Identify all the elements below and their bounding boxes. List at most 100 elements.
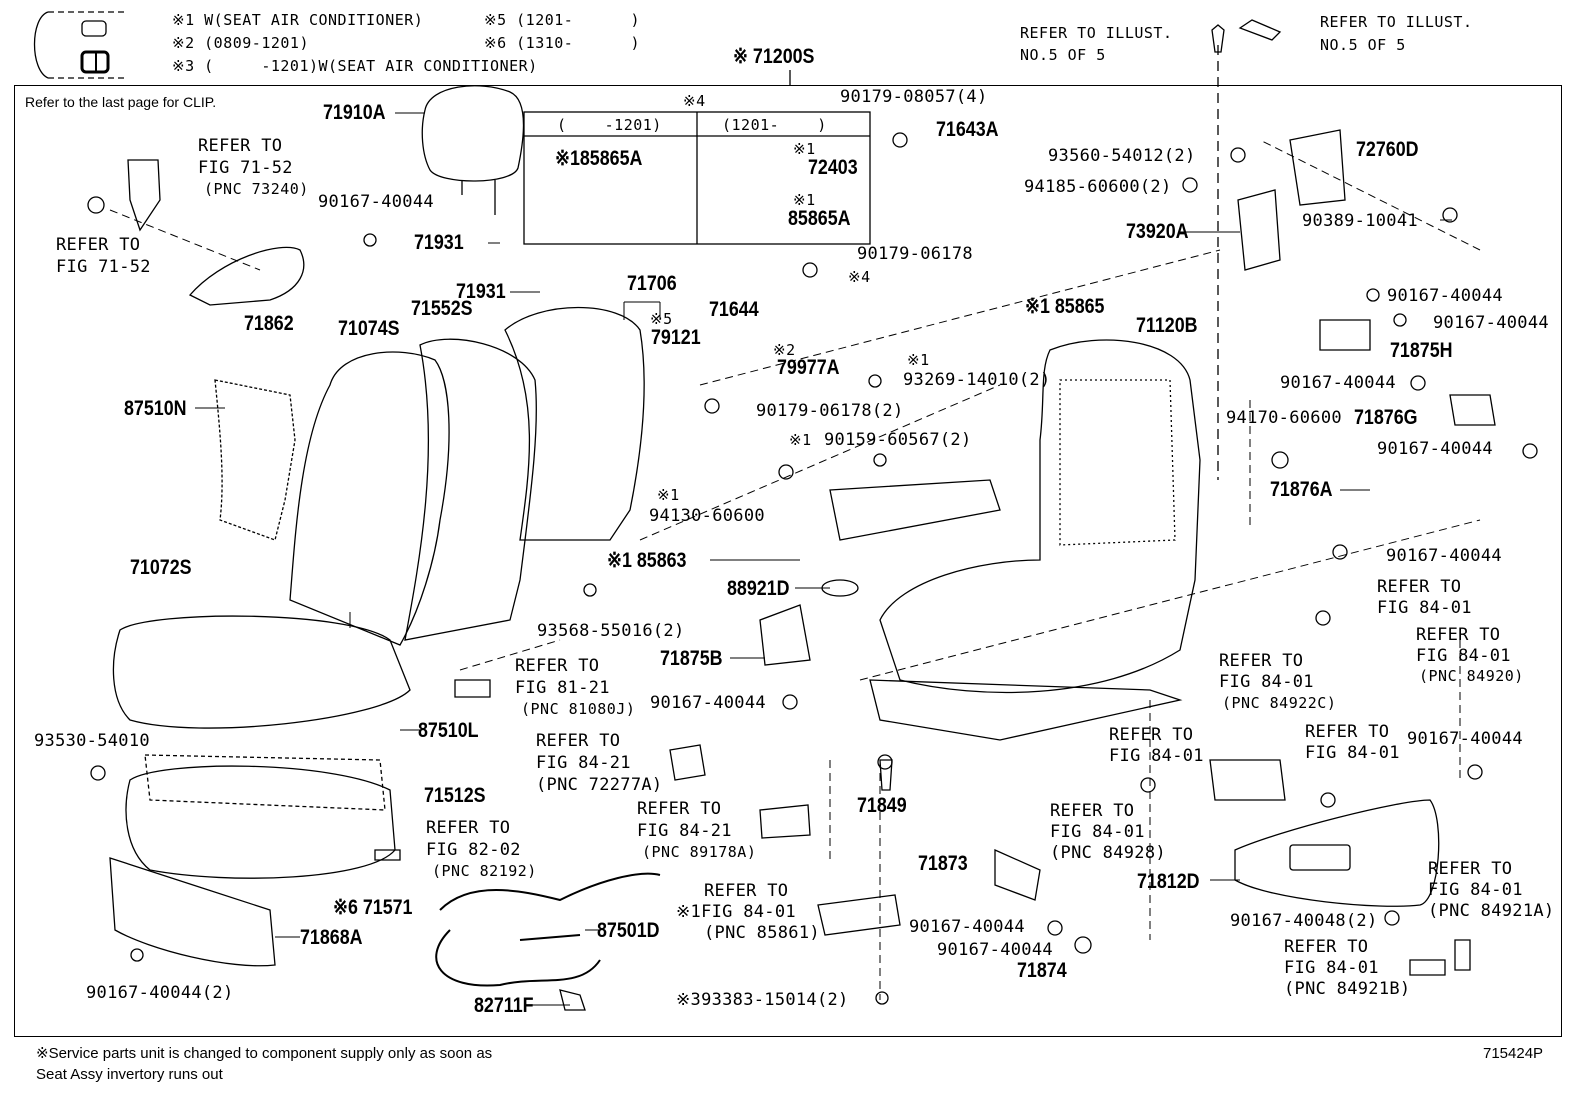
refer-label[interactable]: FIG 82-02 [426, 840, 521, 860]
note-mark: ※5 [650, 310, 673, 328]
refer-label: REFER TO [1219, 651, 1304, 671]
part-label[interactable]: 71812D [1137, 870, 1200, 893]
refer-label[interactable]: FIG 84-21 [536, 753, 631, 773]
refer-illust-right-2[interactable]: NO.5 OF 5 [1320, 36, 1406, 54]
inset-part-1[interactable]: ※185865A [555, 147, 643, 170]
part-label[interactable]: 90167-40044 [650, 693, 766, 713]
part-label[interactable]: 90167-40044 [909, 917, 1025, 937]
inset-part-3[interactable]: 85865A [788, 207, 851, 230]
part-label[interactable]: 87510N [124, 397, 187, 420]
part-label[interactable]: 90179-08057(4) [840, 87, 988, 107]
refer-label[interactable]: FIG 84-01 [1050, 822, 1145, 842]
part-label[interactable]: 71552S [411, 297, 473, 320]
part-label[interactable]: 90389-10041 [1302, 211, 1418, 231]
part-label[interactable]: 90159-60567(2) [824, 430, 972, 450]
part-label[interactable]: 90179-06178(2) [756, 401, 904, 421]
backrest-frame-cover [504, 306, 645, 541]
part-label[interactable]: 90167-40044 [1433, 313, 1549, 333]
part-label[interactable]: 90167-40044 [1386, 546, 1502, 566]
refer-label[interactable]: FIG 84-01 [1109, 746, 1204, 766]
part-label[interactable]: 90167-40044 [1407, 729, 1523, 749]
recliner-cover-lh [1319, 319, 1371, 351]
part-label[interactable]: 88921D [727, 577, 790, 600]
part-label[interactable]: 79121 [651, 326, 701, 349]
note-mark: ※1 [907, 351, 930, 369]
refer-label[interactable]: FIG 84-01 [1416, 646, 1511, 666]
refer-label[interactable]: FIG 84-01 [1284, 958, 1379, 978]
part-label[interactable]: 90167-40044 [1377, 439, 1493, 459]
seat-track [869, 679, 1183, 741]
part-label[interactable]: 71875B [660, 647, 723, 670]
inset-part-2[interactable]: 72403 [808, 156, 858, 179]
refer-label[interactable]: FIG 71-52 [198, 158, 293, 178]
refer-label: REFER TO [1050, 801, 1135, 821]
part-label[interactable]: 72760D [1356, 138, 1419, 161]
part-label[interactable]: 90167-40044 [937, 940, 1053, 960]
part-label[interactable]: 94185-60600(2) [1024, 177, 1172, 197]
part-label[interactable]: ※393383-15014(2) [676, 990, 849, 1010]
refer-label[interactable]: FIG 84-01 [1377, 598, 1472, 618]
pnc-label: (PNC 84921A) [1428, 901, 1555, 921]
part-label[interactable]: ※6 71571 [333, 896, 413, 919]
part-label[interactable]: 71931 [414, 231, 464, 254]
part-label[interactable]: 71876G [1354, 406, 1418, 429]
refer-label[interactable]: FIG 84-21 [637, 821, 732, 841]
refer-label[interactable]: FIG 84-01 [1219, 672, 1314, 692]
refer-illust-left-1[interactable]: REFER TO ILLUST. [1020, 24, 1173, 42]
part-label[interactable]: 71074S [338, 317, 400, 340]
part-label[interactable]: 71862 [244, 312, 294, 335]
pnc-label: (PNC 84920) [1419, 667, 1524, 685]
refer-label[interactable]: FIG 81-21 [515, 678, 610, 698]
part-label[interactable]: 93530-54010 [34, 731, 150, 751]
part-label[interactable]: 71931 [456, 280, 506, 303]
refer-label: REFER TO [1428, 859, 1513, 879]
part-label[interactable]: 73920A [1126, 220, 1189, 243]
seat-cushion-pad [125, 765, 396, 879]
part-label[interactable]: 71706 [627, 272, 677, 295]
part-label[interactable]: ※1 85863 [607, 549, 687, 572]
part-label[interactable]: 90167-40044 [318, 192, 434, 212]
part-label[interactable]: 71876A [1270, 478, 1333, 501]
part-label[interactable]: 71873 [918, 852, 968, 875]
refer-label: REFER TO [1305, 722, 1390, 742]
part-label[interactable]: 93568-55016(2) [537, 621, 685, 641]
part-label[interactable]: 71643A [936, 118, 999, 141]
part-label[interactable]: 87501D [597, 919, 660, 942]
part-label[interactable]: 90167-40044 [1387, 286, 1503, 306]
part-label[interactable]: 71120B [1136, 314, 1198, 337]
illustration-code: 715424P [1483, 1045, 1544, 1062]
part-label[interactable]: 82711F [474, 994, 534, 1017]
seat-cushion-heater [144, 754, 386, 811]
part-label[interactable]: 71874 [1017, 959, 1067, 982]
part-label[interactable]: 90167-40044(2) [86, 983, 234, 1003]
part-label[interactable]: 93560-54012(2) [1048, 146, 1196, 166]
part-label[interactable]: 71849 [857, 794, 907, 817]
refer-label[interactable]: FIG 84-01 [1305, 743, 1400, 763]
refer-illust-right-1[interactable]: REFER TO ILLUST. [1320, 13, 1473, 31]
part-label[interactable]: 93269-14010(2) [903, 370, 1051, 390]
part-label[interactable]: 71512S [424, 784, 486, 807]
part-label[interactable]: 94170-60600 [1226, 408, 1342, 428]
slide-adjuster [829, 479, 1001, 541]
part-label[interactable]: 94130-60600 [649, 506, 765, 526]
frame-note: Refer to the last page for CLIP. [25, 94, 217, 110]
part-label[interactable]: 71868A [300, 926, 363, 949]
refer-label[interactable]: FIG 84-01 [1428, 880, 1523, 900]
pnc-label: (PNC 82192) [432, 862, 537, 880]
refer-label[interactable]: FIG 71-52 [56, 257, 151, 277]
refer-label: REFER TO [426, 818, 511, 838]
part-label[interactable]: 79977A [777, 356, 840, 379]
part-label[interactable]: 71072S [130, 556, 192, 579]
clip-72277A [669, 744, 706, 781]
refer-label[interactable]: ※1FIG 84-01 [676, 902, 796, 922]
part-label[interactable]: 90167-40048(2) [1230, 911, 1378, 931]
part-label[interactable]: 90167-40044 [1280, 373, 1396, 393]
refer-illust-left-2[interactable]: NO.5 OF 5 [1020, 46, 1106, 64]
part-label[interactable]: 71910A [323, 101, 386, 124]
part-label[interactable]: 90179-06178 [857, 244, 973, 264]
part-label[interactable]: 71875H [1390, 339, 1453, 362]
part-label[interactable]: 71644 [709, 298, 759, 321]
part-label[interactable]: 87510L [418, 719, 479, 742]
part-label[interactable]: ※1 85865 [1025, 295, 1105, 318]
